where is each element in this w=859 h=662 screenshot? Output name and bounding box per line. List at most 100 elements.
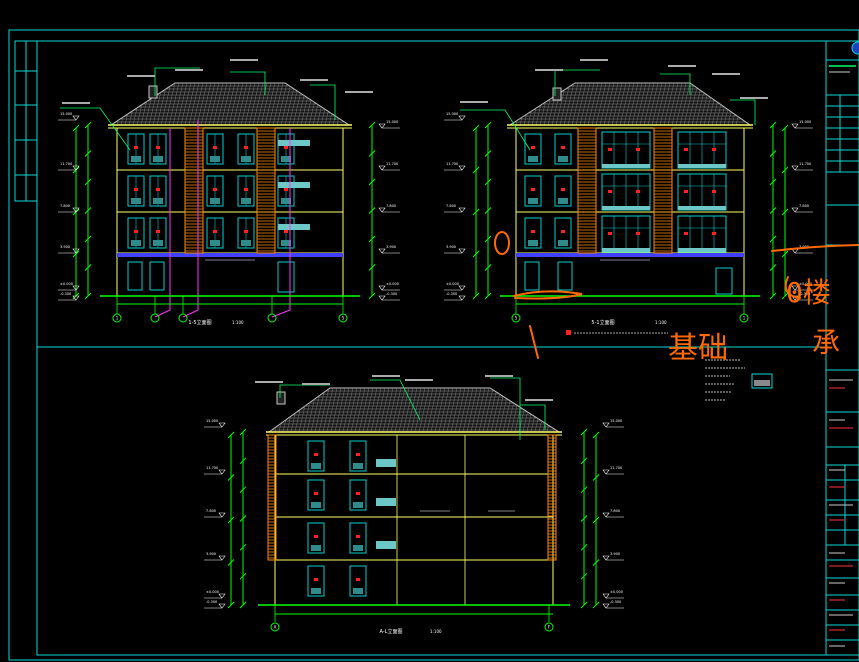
level-label: 11.700	[799, 162, 811, 166]
window-tag	[561, 146, 565, 149]
window	[349, 440, 367, 472]
magenta-leader	[271, 128, 291, 318]
side-balcony	[376, 459, 396, 467]
window-sill	[210, 240, 220, 246]
dimension-tick	[368, 207, 376, 214]
level-symbol	[378, 285, 386, 291]
side-balcony	[376, 541, 396, 549]
front-elevation: 15.00011.7007.8003.900±0.000-0.30015.000…	[58, 59, 400, 323]
dimension-tick	[580, 457, 588, 465]
shingle-diag	[208, 83, 220, 125]
level-symbol	[458, 295, 466, 301]
balcony-rail	[678, 248, 726, 252]
shingle-diag	[252, 83, 264, 125]
dimension-tick	[592, 601, 600, 609]
dimension-tick	[368, 178, 376, 186]
axis-bubble-label: 1	[116, 316, 119, 321]
shingle-diag	[559, 83, 571, 125]
dimension-tick	[484, 207, 492, 214]
shingle-diag	[196, 83, 208, 125]
level-label: -0.300	[386, 292, 397, 296]
leader	[154, 67, 200, 96]
window-tag	[636, 190, 640, 193]
dimension-tick	[592, 559, 600, 566]
drawing-frame	[8, 29, 859, 661]
window	[307, 440, 325, 472]
window-sill	[241, 198, 251, 204]
shingle-diag	[172, 83, 184, 125]
window-tag	[156, 230, 160, 233]
shingle-diag	[663, 83, 675, 125]
shingle-diag	[587, 83, 599, 125]
dimension-tick	[592, 431, 600, 439]
shingle-diag	[240, 83, 252, 125]
orange-corner	[547, 434, 557, 561]
window-sill	[131, 240, 141, 246]
dimension-tick	[227, 431, 235, 439]
leader	[460, 109, 531, 151]
shingle-diag	[450, 388, 462, 432]
window-tag	[684, 148, 688, 151]
side-balcony	[376, 498, 396, 506]
shingle-diag	[623, 83, 635, 125]
shingle-diag	[667, 83, 679, 125]
shingle-diag	[322, 388, 334, 432]
level-label: 11.700	[610, 466, 622, 470]
shingle-diag	[635, 83, 647, 125]
legend-block	[566, 330, 773, 401]
window-sill	[353, 545, 363, 551]
level-label: ±0.000	[610, 590, 623, 594]
level-symbol	[458, 207, 466, 213]
window	[307, 522, 325, 554]
dimension-tick	[769, 150, 777, 157]
window	[349, 565, 367, 597]
shingle-diag	[430, 388, 442, 432]
side-elevation: 15.00011.7007.8003.900±0.000-0.30015.000…	[204, 375, 624, 632]
level-symbol	[602, 422, 610, 428]
window-tag	[314, 453, 318, 456]
level-label: 3.900	[386, 245, 396, 249]
front-elevation-scale: 1:100	[232, 320, 244, 325]
shingle-diag	[655, 83, 667, 125]
balcony-rail	[278, 182, 310, 188]
shingle-diag	[683, 83, 695, 125]
leader	[660, 73, 691, 95]
shingle-diag	[268, 83, 280, 125]
level-label: ±0.000	[60, 282, 73, 286]
window-tag	[213, 230, 217, 233]
dimension-tick	[472, 166, 480, 174]
level-symbol	[72, 115, 80, 121]
dimension-tick	[84, 121, 92, 129]
window-sill	[210, 198, 220, 204]
level-symbol	[218, 555, 226, 561]
axis-bubble	[544, 622, 554, 632]
window-sill	[153, 198, 163, 204]
dimension-tick	[769, 235, 777, 243]
window-tag	[156, 146, 160, 149]
shingle-diag	[462, 388, 474, 432]
shingle-diag	[314, 388, 326, 432]
dimension-tick	[239, 601, 247, 609]
level-symbol	[791, 123, 799, 129]
shingle-diag	[184, 83, 196, 125]
shingle-diag	[264, 83, 276, 125]
back-elevation-caption: 5-1立面图	[591, 319, 614, 326]
window-tag	[356, 453, 360, 456]
window-tag	[356, 578, 360, 581]
window-sill	[528, 198, 538, 204]
window	[524, 133, 542, 165]
shingle-diag	[615, 83, 627, 125]
dimension-tick	[769, 178, 777, 186]
balcony-rail	[278, 224, 310, 230]
axis-bubble-label: F	[548, 625, 551, 630]
leader	[490, 377, 521, 440]
dimension-tick	[580, 515, 588, 522]
shingle-diag	[687, 83, 699, 125]
shingle-diag	[370, 388, 382, 432]
magenta-leader	[182, 120, 199, 318]
shingle-diag	[216, 83, 228, 125]
shingle-diag	[382, 388, 394, 432]
window-tag	[684, 190, 688, 193]
dimension-tick	[227, 516, 235, 524]
